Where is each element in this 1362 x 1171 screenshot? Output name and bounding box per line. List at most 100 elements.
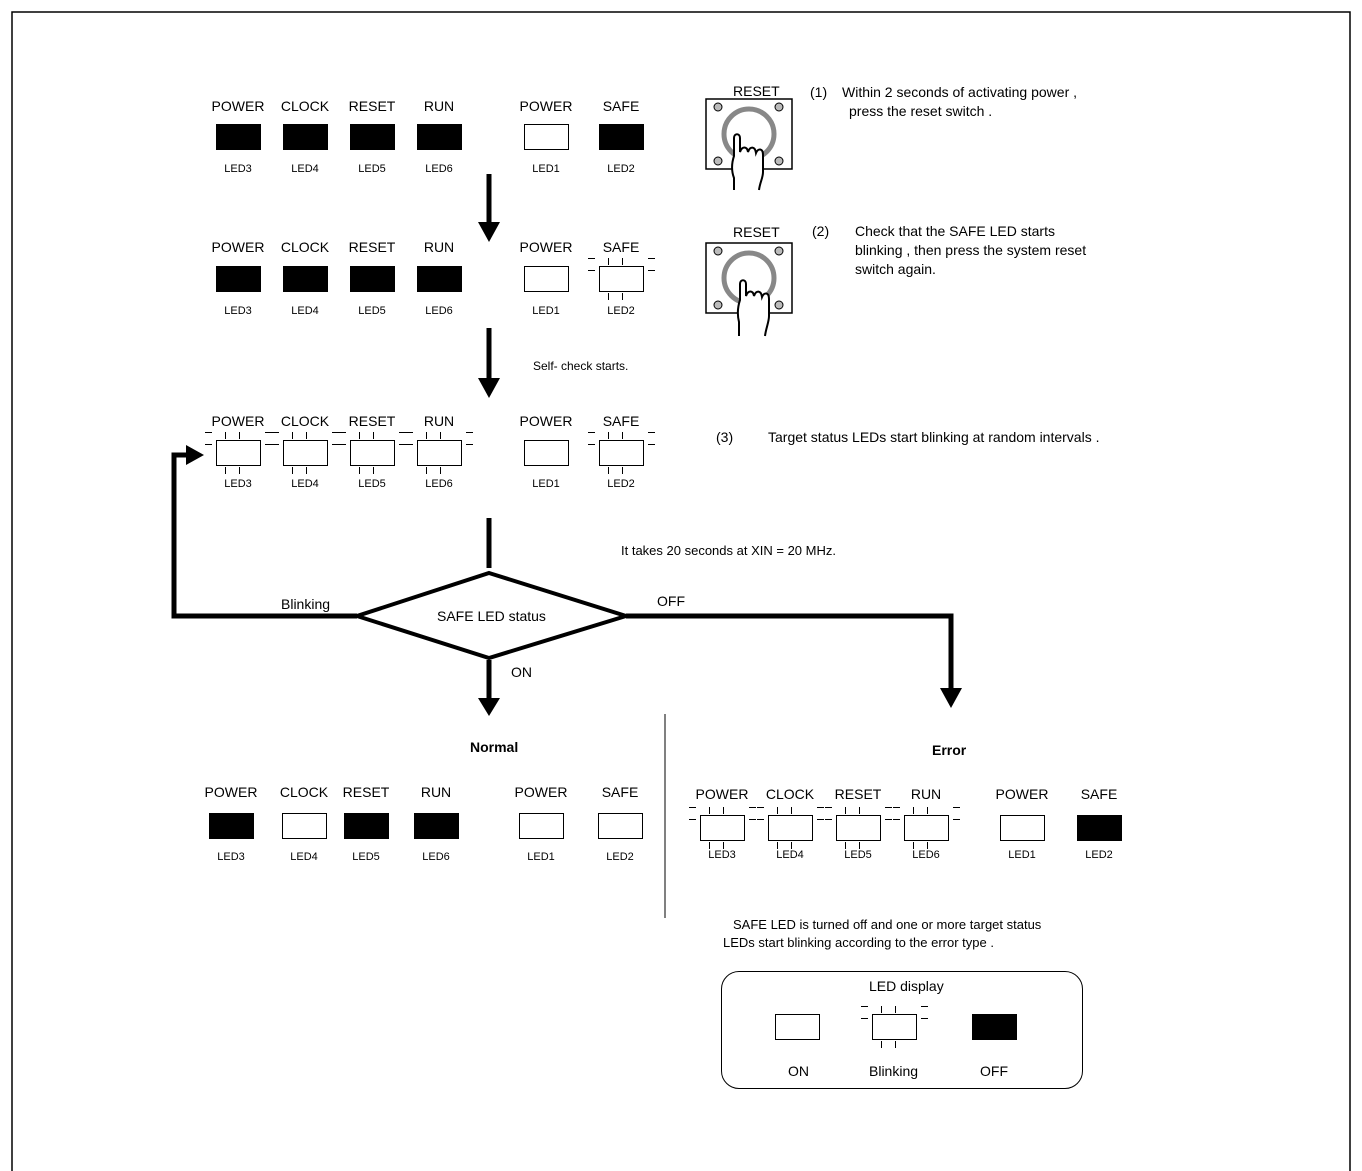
error-led1-indicator [1000, 815, 1045, 841]
row2-led-name-led3: POWER [211, 239, 265, 255]
row3-led1-indicator [524, 440, 569, 466]
error-led-name-led3: POWER [695, 786, 749, 802]
branch-on-label: ON [511, 664, 532, 680]
row2-led-id-led5: LED5 [358, 305, 386, 317]
row1-led-name-led6: RUN [423, 98, 455, 114]
error-led-id-led2: LED2 [1085, 849, 1113, 861]
self-check-note: Self- check starts. [533, 359, 629, 373]
error-led4-indicator [757, 802, 824, 854]
row3-led6-indicator [406, 427, 473, 479]
row2-led-name-led5: RESET [348, 239, 396, 255]
row3-led-id-led1: LED1 [532, 478, 560, 490]
legend-blinking-label: Blinking [869, 1063, 919, 1079]
step3-number: (3) [716, 429, 734, 445]
row1-led4-indicator [283, 124, 328, 150]
error-led-name-led6: RUN [910, 786, 942, 802]
arrow-on-branch [478, 660, 500, 716]
normal-led1-indicator [519, 813, 564, 839]
normal-led4-indicator [282, 813, 327, 839]
normal-led-id-led1: LED1 [527, 851, 555, 863]
reset-switch-icon-2 [705, 242, 793, 337]
error-led6-indicator [893, 802, 960, 854]
error-led-id-led5: LED5 [844, 849, 872, 861]
normal-led6-indicator [414, 813, 459, 839]
row3-led-name-led4: CLOCK [280, 413, 330, 429]
row1-led-id-led2: LED2 [607, 163, 635, 175]
legend-led-on [775, 1014, 820, 1040]
step1-text-line2: press the reset switch . [849, 103, 993, 119]
arrow-off-branch [626, 613, 962, 708]
normal-led2-indicator [598, 813, 643, 839]
step2-text-line1: Check that the SAFE LED starts [855, 223, 1055, 239]
row3-led-id-led2: LED2 [607, 478, 635, 490]
branch-off-label: OFF [657, 593, 685, 609]
row2-led-id-led2: LED2 [607, 305, 635, 317]
step3-text: Target status LEDs start blinking at ran… [768, 429, 1100, 445]
legend-led-blinking [861, 1001, 928, 1053]
arrow-blinking-loop [171, 445, 357, 619]
error-note-line2: LEDs start blinking according to the err… [723, 935, 994, 950]
row2-led-name-led1: POWER [519, 239, 573, 255]
normal-title: Normal [470, 739, 519, 755]
normal-led-id-led6: LED6 [422, 851, 450, 863]
reset-switch-label-1: RESET [733, 83, 780, 99]
normal-led-name-led3: POWER [204, 784, 258, 800]
row1-led-id-led4: LED4 [291, 163, 319, 175]
row2-led6-indicator [417, 266, 462, 292]
error-led-name-led5: RESET [834, 786, 882, 802]
row1-led-id-led6: LED6 [425, 163, 453, 175]
row3-led-id-led4: LED4 [291, 478, 319, 490]
row1-led-name-led1: POWER [519, 98, 573, 114]
row3-led-name-led3: POWER [211, 413, 265, 429]
normal-led-name-led4: CLOCK [279, 784, 329, 800]
error-led3-indicator [689, 802, 756, 854]
normal-led-name-led6: RUN [420, 784, 452, 800]
row3-led-id-led5: LED5 [358, 478, 386, 490]
reset-switch-label-2: RESET [733, 224, 780, 240]
error-title: Error [932, 742, 967, 758]
row1-led-id-led3: LED3 [224, 163, 252, 175]
row1-led-id-led5: LED5 [358, 163, 386, 175]
row2-led2-indicator [588, 253, 655, 305]
row1-led-name-led5: RESET [348, 98, 396, 114]
arrow-step1-to-step2 [478, 174, 500, 242]
step2-number: (2) [812, 223, 830, 239]
page-border [11, 11, 1351, 1171]
row1-led5-indicator [350, 124, 395, 150]
row2-led-id-led3: LED3 [224, 305, 252, 317]
row3-led-id-led3: LED3 [224, 478, 252, 490]
row3-led-name-led2: SAFE [602, 413, 640, 429]
row1-led-id-led1: LED1 [532, 163, 560, 175]
normal-led-id-led4: LED4 [290, 851, 318, 863]
row1-led3-indicator [216, 124, 261, 150]
normal-led-name-led1: POWER [514, 784, 568, 800]
row2-led4-indicator [283, 266, 328, 292]
error-led-name-led4: CLOCK [765, 786, 815, 802]
row1-led6-indicator [417, 124, 462, 150]
step1-text-line1: Within 2 seconds of activating power , [842, 84, 1078, 100]
row2-led1-indicator [524, 266, 569, 292]
arrow-step2-to-step3 [478, 328, 500, 398]
row3-led-id-led6: LED6 [425, 478, 453, 490]
normal-led-id-led3: LED3 [217, 851, 245, 863]
row1-led-name-led2: SAFE [602, 98, 640, 114]
step1-number: (1) [810, 84, 828, 100]
normal-led-name-led2: SAFE [601, 784, 639, 800]
step2-text-line3: switch again. [855, 261, 936, 277]
error-note-line1: SAFE LED is turned off and one or more t… [733, 917, 1042, 932]
error-led-id-led3: LED3 [708, 849, 736, 861]
row2-led3-indicator [216, 266, 261, 292]
reset-switch-icon-1 [705, 98, 793, 191]
error-led-name-led2: SAFE [1080, 786, 1118, 802]
legend-on-label: ON [788, 1063, 809, 1079]
row3-led4-indicator [272, 427, 339, 479]
row3-led2-indicator [588, 427, 655, 479]
row2-led-id-led4: LED4 [291, 305, 319, 317]
row1-led-name-led4: CLOCK [280, 98, 330, 114]
timing-note: It takes 20 seconds at XIN = 20 MHz. [621, 543, 836, 558]
decision-label: SAFE LED status [437, 608, 546, 624]
error-led-id-led4: LED4 [776, 849, 804, 861]
error-led-id-led6: LED6 [912, 849, 940, 861]
row3-led3-indicator [205, 427, 272, 479]
